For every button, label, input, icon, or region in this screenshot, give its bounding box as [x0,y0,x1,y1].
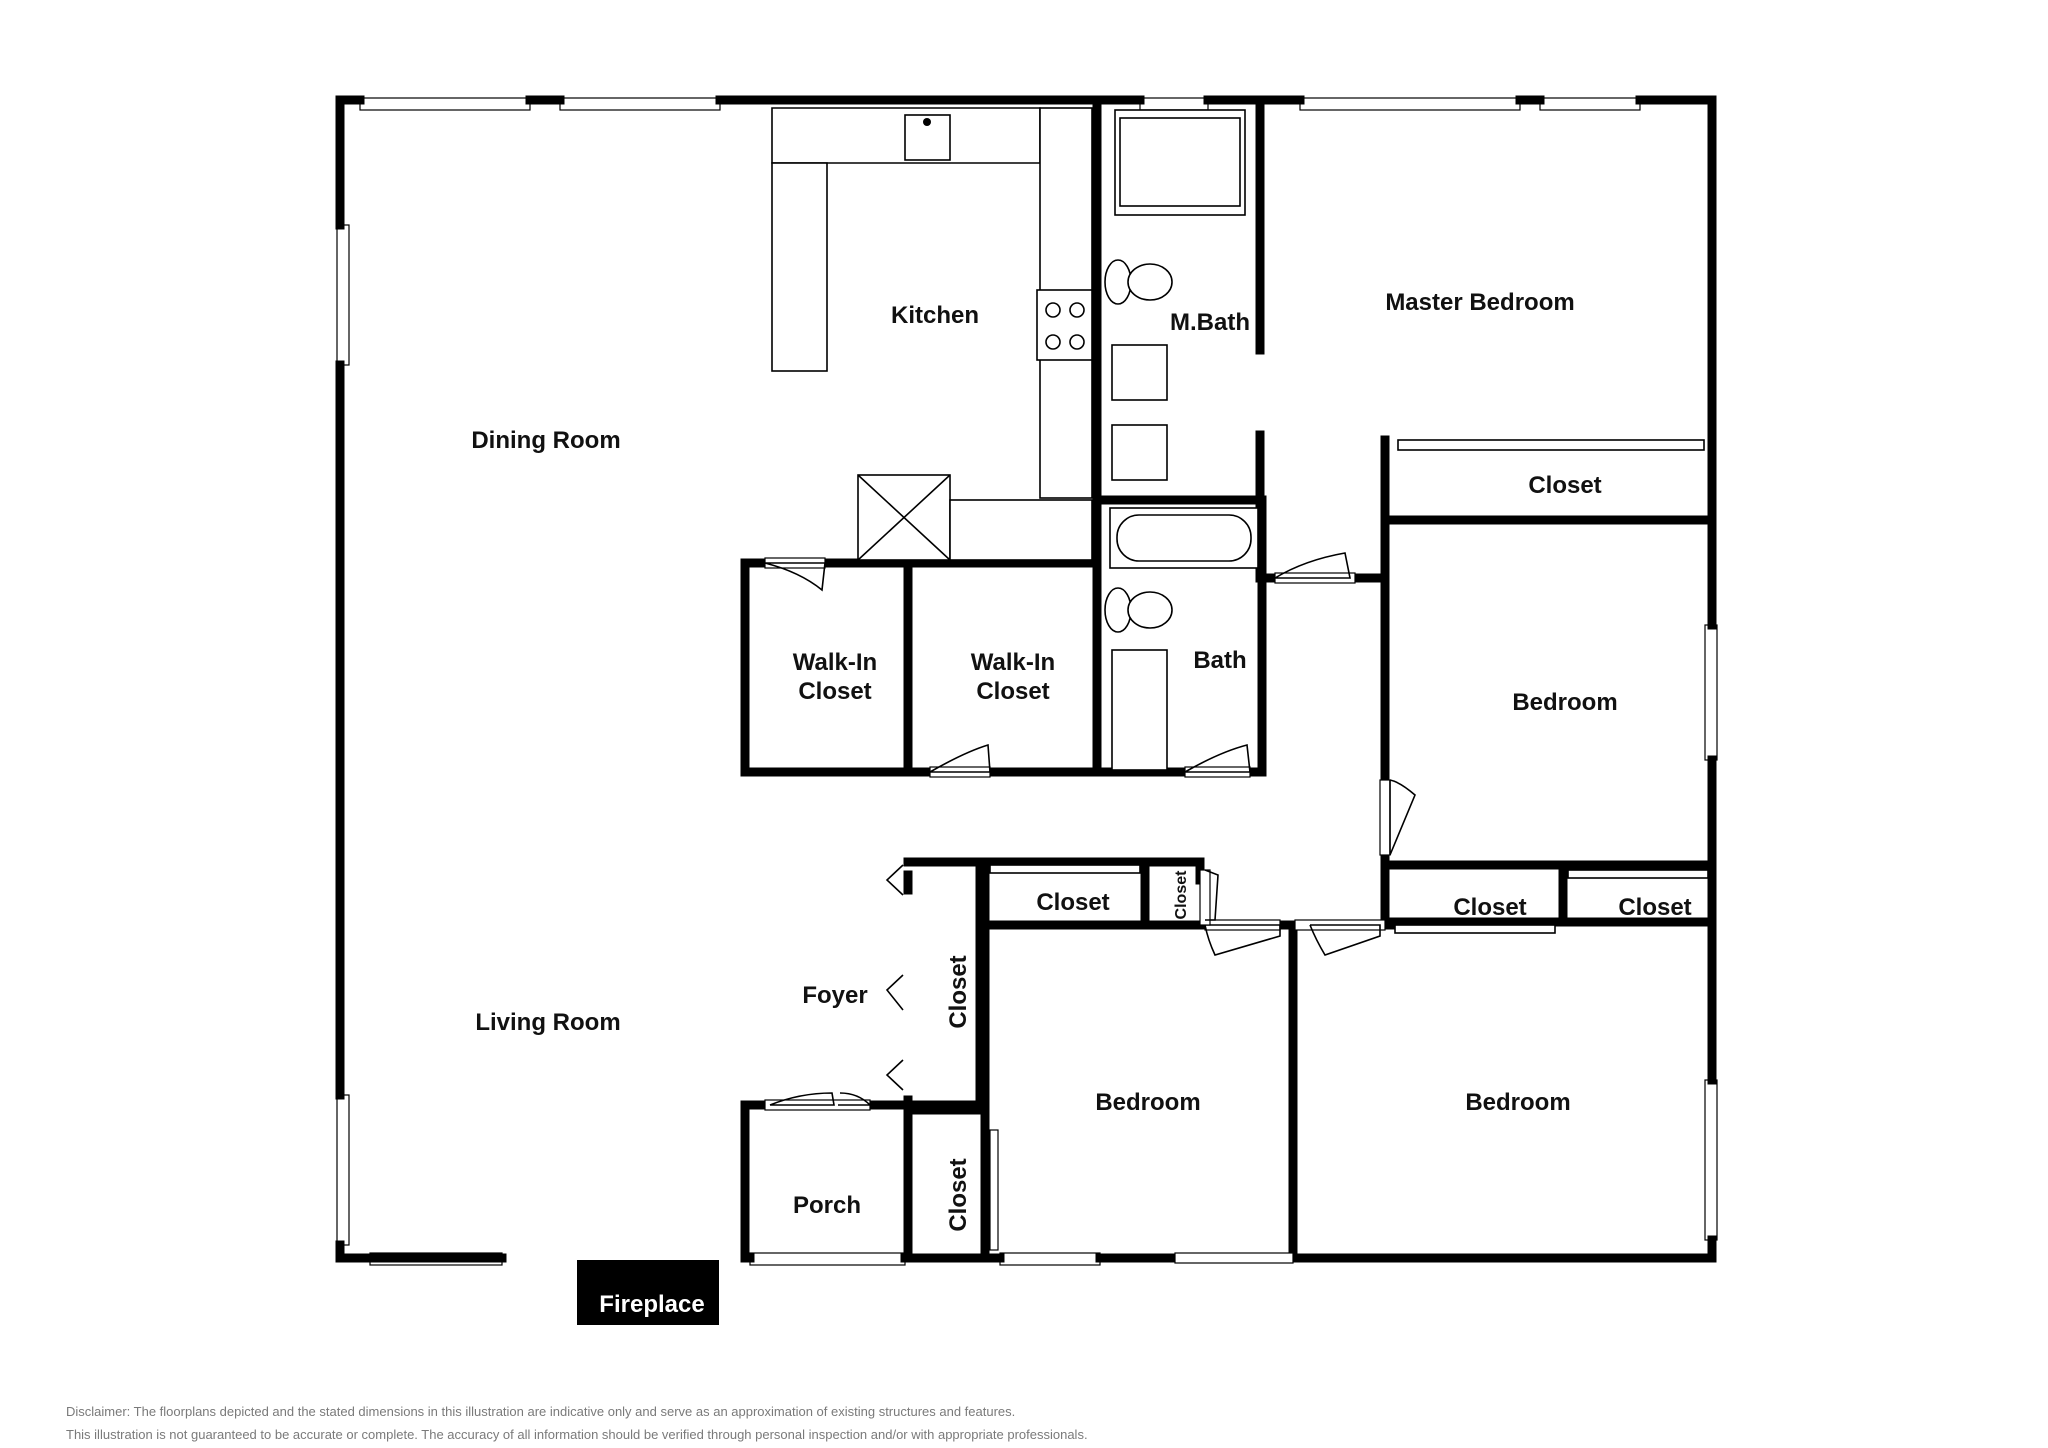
label-bath: Bath [1193,647,1246,674]
label-master-bath: M.Bath [1170,309,1250,336]
label-fireplace: Fireplace [599,1291,704,1318]
doors [764,552,1416,1264]
label-walkin-closet-1-line2: Closet [798,678,871,705]
label-master-closet: Closet [1528,472,1601,499]
label-foyer: Foyer [802,982,867,1009]
label-walkin-closet-2-line1: Walk-In [971,649,1055,676]
label-foyer-closet: Closet [945,955,972,1028]
label-master-bedroom: Master Bedroom [1385,289,1574,316]
walls [335,95,1717,1325]
label-hall-closet: Closet [1036,889,1109,916]
label-walkin-closet-1-line1: Walk-In [793,649,877,676]
label-small-closet: Closet [1173,870,1190,920]
label-porch-closet: Closet [945,1158,972,1231]
label-walkin-closet-2-line2: Closet [976,678,1049,705]
room-labels: Dining Room Kitchen M.Bath Master Bedroo… [471,289,1691,1318]
label-porch: Porch [793,1192,861,1219]
label-dining-room: Dining Room [471,427,620,454]
label-bedroom-east: Bedroom [1512,689,1617,716]
fixtures [771,107,1709,934]
disclaimer-line-1: Disclaimer: The floorplans depicted and … [66,1404,1016,1419]
label-closet-east-2: Closet [1618,894,1691,921]
disclaimer-line-2: This illustration is not guaranteed to b… [66,1427,1088,1442]
label-closet-east-1: Closet [1453,894,1526,921]
fireplace-block [577,1260,719,1325]
label-bedroom-south-2: Bedroom [1465,1089,1570,1116]
label-bedroom-south-1: Bedroom [1095,1089,1200,1116]
label-kitchen: Kitchen [891,302,979,329]
label-living-room: Living Room [475,1009,620,1036]
